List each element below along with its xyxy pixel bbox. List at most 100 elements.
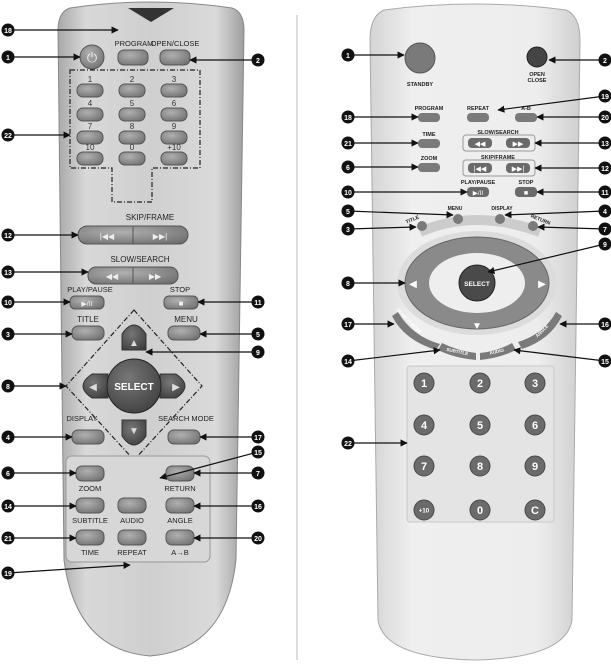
right-digit-button[interactable] — [524, 455, 546, 477]
left-digit-button[interactable] — [76, 151, 104, 166]
left-time-button[interactable] — [75, 529, 105, 546]
left-digit-button[interactable] — [76, 83, 104, 98]
callout-badge — [251, 295, 265, 309]
callout-number: 3 — [346, 227, 350, 234]
right-standby-button[interactable] — [404, 42, 436, 74]
left-digit-button[interactable] — [118, 151, 146, 166]
callout-badge — [1, 23, 15, 37]
left-search-mode-button[interactable] — [167, 429, 201, 445]
right-digit-button[interactable] — [469, 414, 491, 436]
callout-badge — [1, 50, 15, 64]
right-digit-button[interactable] — [413, 414, 435, 436]
right-return-button[interactable] — [528, 221, 538, 231]
right-digit-button[interactable] — [524, 414, 546, 436]
right-select-button[interactable] — [458, 264, 496, 302]
callout-number: 21 — [344, 141, 352, 148]
left-subtitle-button[interactable] — [75, 497, 105, 514]
left-program-label: PROGRAM — [115, 39, 154, 48]
left-open-close-button[interactable] — [159, 49, 191, 66]
callout-number: 21 — [4, 536, 12, 543]
callout-number: 8 — [6, 384, 10, 391]
callout-number: 17 — [344, 322, 352, 329]
callout-number: 11 — [254, 300, 262, 307]
left-right-button[interactable] — [159, 373, 186, 399]
right-program-button[interactable] — [418, 113, 440, 122]
left-display-button[interactable] — [71, 429, 105, 445]
right-zoom-button[interactable] — [418, 163, 440, 172]
left-return-button[interactable] — [165, 465, 195, 482]
left-digit-button[interactable] — [160, 107, 188, 122]
left-select-button[interactable] — [106, 358, 162, 414]
right-title-button[interactable] — [417, 221, 427, 231]
right-digit-button[interactable] — [469, 455, 491, 477]
callout-badge — [598, 53, 611, 67]
right-digit-label: 7 — [421, 461, 427, 473]
left-angle-label: ANGLE — [167, 516, 192, 525]
right-digit-label: 0 — [477, 505, 483, 517]
left-program-button[interactable] — [117, 49, 149, 66]
callout-badge — [598, 204, 611, 218]
right-play-pause-button[interactable] — [467, 187, 489, 197]
left-title-label: TITLE — [77, 315, 99, 324]
right-skip-previous-button[interactable] — [468, 163, 492, 173]
right-skip-next-button[interactable] — [506, 163, 530, 173]
right-display-button[interactable] — [495, 214, 505, 224]
right-remote: STANDBY OPEN CLOSE PROGRAM REPEAT A-B TI… — [341, 3, 611, 661]
callout-number: 22 — [344, 441, 352, 448]
left-display-label: DISPLAY — [66, 414, 97, 423]
left-digit-button[interactable] — [160, 151, 188, 166]
left-up-button[interactable] — [121, 324, 147, 351]
right-a-b-button[interactable] — [515, 113, 537, 122]
play-pause-icon: ▶/II — [81, 301, 92, 308]
right-stop-button[interactable] — [515, 187, 537, 197]
right-open-label: OPEN — [529, 72, 545, 78]
right-audio-button[interactable] — [480, 343, 516, 360]
callout-badge — [251, 531, 265, 545]
right-digit-button[interactable] — [413, 499, 435, 521]
right-time-button[interactable] — [418, 139, 440, 148]
right-digit-button[interactable] — [469, 372, 491, 394]
right-digit-button[interactable] — [413, 455, 435, 477]
left-a-b-button[interactable] — [165, 529, 195, 546]
left-title-button[interactable] — [71, 325, 105, 341]
left-slow-search-label: SLOW/SEARCH — [110, 255, 169, 264]
left-digit-button[interactable] — [76, 107, 104, 122]
right-digit-button[interactable] — [413, 372, 435, 394]
callout-number: 4 — [603, 209, 607, 216]
right-digit-button[interactable] — [524, 499, 546, 521]
right-angle-button[interactable] — [518, 312, 562, 349]
right-open-close-button[interactable] — [526, 46, 548, 68]
left-left-button[interactable] — [82, 373, 109, 399]
left-digit-button[interactable] — [118, 83, 146, 98]
right-repeat-button[interactable] — [467, 113, 489, 122]
right-digit-button[interactable] — [469, 499, 491, 521]
left-audio-button[interactable] — [117, 497, 147, 514]
left-angle-button[interactable] — [165, 497, 195, 514]
callout-number: 7 — [256, 471, 260, 478]
left-digit-button[interactable] — [76, 130, 104, 145]
left-down-button[interactable] — [121, 419, 147, 446]
left-menu-button[interactable] — [167, 325, 201, 341]
right-fast-forward-button[interactable] — [506, 138, 530, 148]
callout-number: 20 — [601, 115, 609, 122]
left-time-label: TIME — [81, 548, 99, 557]
left-digit-button[interactable] — [160, 130, 188, 145]
right-search-mode-button[interactable] — [392, 312, 440, 350]
left-digit-button[interactable] — [118, 130, 146, 145]
callout-badge — [1, 466, 15, 480]
left-digit-button[interactable] — [118, 107, 146, 122]
callout-badge — [251, 345, 265, 359]
right-subtitle-button[interactable] — [438, 343, 476, 360]
left-repeat-label: REPEAT — [117, 548, 147, 557]
left-digit-button[interactable] — [160, 83, 188, 98]
left-digit-label: 10 — [86, 143, 95, 152]
callout-badge — [251, 53, 265, 67]
right-digit-button[interactable] — [524, 372, 546, 394]
left-repeat-button[interactable] — [117, 529, 147, 546]
skip-next-icon: ▶▶| — [512, 166, 525, 173]
right-rewind-button[interactable] — [468, 138, 492, 148]
right-menu-button[interactable] — [453, 214, 463, 224]
left-zoom-button[interactable] — [75, 465, 105, 482]
callout-badge — [341, 48, 355, 62]
